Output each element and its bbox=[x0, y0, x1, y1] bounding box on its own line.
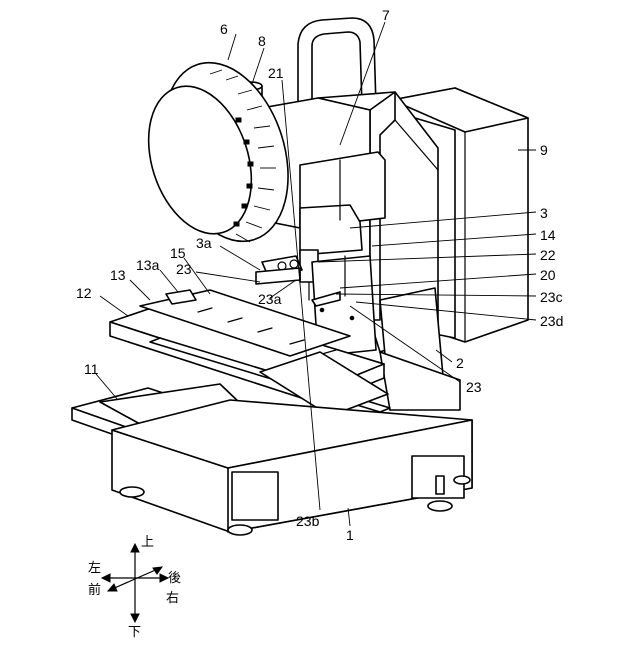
label-22: 22 bbox=[540, 247, 556, 263]
label-9: 9 bbox=[540, 142, 548, 158]
label-6: 6 bbox=[220, 21, 228, 37]
label-23d: 23d bbox=[540, 313, 563, 329]
label-8: 8 bbox=[258, 33, 266, 49]
label-23-right: 23 bbox=[466, 379, 482, 395]
dir-down: 下 bbox=[128, 625, 141, 640]
label-21: 21 bbox=[268, 65, 284, 81]
dir-back: 後 bbox=[168, 571, 181, 586]
label-13: 13 bbox=[110, 267, 126, 283]
dir-front: 前 bbox=[88, 582, 101, 598]
label-11: 11 bbox=[84, 361, 99, 377]
label-20: 20 bbox=[540, 267, 556, 283]
dir-up: 上 bbox=[141, 535, 154, 550]
label-12: 12 bbox=[76, 285, 92, 301]
label-23c: 23c bbox=[540, 289, 563, 305]
label-3a: 3a bbox=[196, 235, 212, 251]
label-1: 1 bbox=[346, 527, 354, 543]
label-7: 7 bbox=[382, 7, 390, 23]
label-15: 15 bbox=[170, 245, 186, 261]
cable-arm bbox=[298, 18, 376, 106]
dir-right: 右 bbox=[166, 591, 179, 606]
label-23a: 23a bbox=[258, 291, 282, 307]
label-13a: 13a bbox=[136, 257, 160, 273]
dir-left: 左 bbox=[88, 561, 101, 576]
label-3: 3 bbox=[540, 205, 548, 221]
label-23-left: 23 bbox=[176, 261, 192, 277]
machine-bed bbox=[112, 400, 472, 535]
label-14: 14 bbox=[540, 227, 556, 243]
label-23b: 23b bbox=[296, 513, 320, 529]
direction-indicator: 上 下 左 前 後 右 bbox=[88, 535, 181, 640]
label-2: 2 bbox=[456, 355, 464, 371]
